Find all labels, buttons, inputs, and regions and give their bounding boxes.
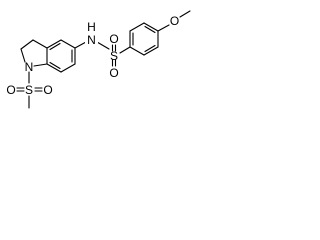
bond-s-phenyl (119, 46, 131, 54)
atom-mesyl-s-label: S (25, 83, 33, 97)
bond-c4-c5 (60, 39, 76, 49)
atom-sulfonamide-o-bottom: O (109, 66, 118, 80)
bond-c5-nh (74, 41, 87, 49)
atom-mesyl-o-left: O (6, 83, 15, 97)
bond-ph-c5-c6-double (144, 44, 156, 53)
atom-mesyl-o-left-label: O (6, 83, 15, 97)
atom-mesyl-s: S (25, 83, 33, 97)
bond-c3a-c4 (46, 39, 62, 49)
bond-c2-n1 (20, 48, 26, 63)
bond-layer (16, 10, 191, 109)
atom-sulfonamide-o-bottom-label: O (109, 66, 118, 80)
bond-c3a-c4-double (49, 42, 61, 51)
bond-ph-c2-c3 (129, 22, 145, 32)
bond-ph-c4-o (157, 24, 170, 32)
atom-nh: N (85, 33, 98, 47)
bond-ph-c5-c6 (143, 46, 159, 56)
atom-nh-h: H (85, 20, 98, 34)
bond-c7-c7a (46, 63, 62, 73)
bond-c7-c7a-double (49, 61, 61, 70)
atom-sulfonamide-s-label: S (110, 49, 118, 63)
atom-methoxy-o: O (170, 14, 179, 28)
atom-mesyl-o-right: O (43, 83, 52, 97)
bond-ph-c6-c1 (129, 46, 145, 56)
bond-n1-c7a (33, 63, 48, 67)
atom-sulfonamide-s: S (110, 49, 118, 63)
atom-indoline-n: N (25, 60, 34, 74)
bond-c6-c7 (60, 63, 76, 73)
chemical-structure: N H N S O O S O O O (6, 10, 191, 109)
atom-nh-h-label: H (87, 20, 96, 34)
atom-indoline-n-label: N (25, 60, 34, 74)
atom-sulfonamide-o-top: O (109, 32, 118, 46)
bond-c3-c2 (20, 39, 34, 50)
bond-o-ch3 (179, 10, 191, 18)
bond-c3a-c3 (32, 39, 48, 49)
bond-nh-s (96, 41, 110, 50)
atom-sulfonamide-o-top-label: O (109, 32, 118, 46)
bond-ph-c3-c4-double (144, 25, 156, 34)
atom-methoxy-o-label: O (170, 14, 179, 28)
bond-ph-c3-c4 (143, 22, 159, 32)
atom-label-layer: N H N S O O S O O O (6, 14, 179, 97)
atom-mesyl-o-right-label: O (43, 83, 52, 97)
atom-nh-n-label: N (87, 33, 96, 47)
